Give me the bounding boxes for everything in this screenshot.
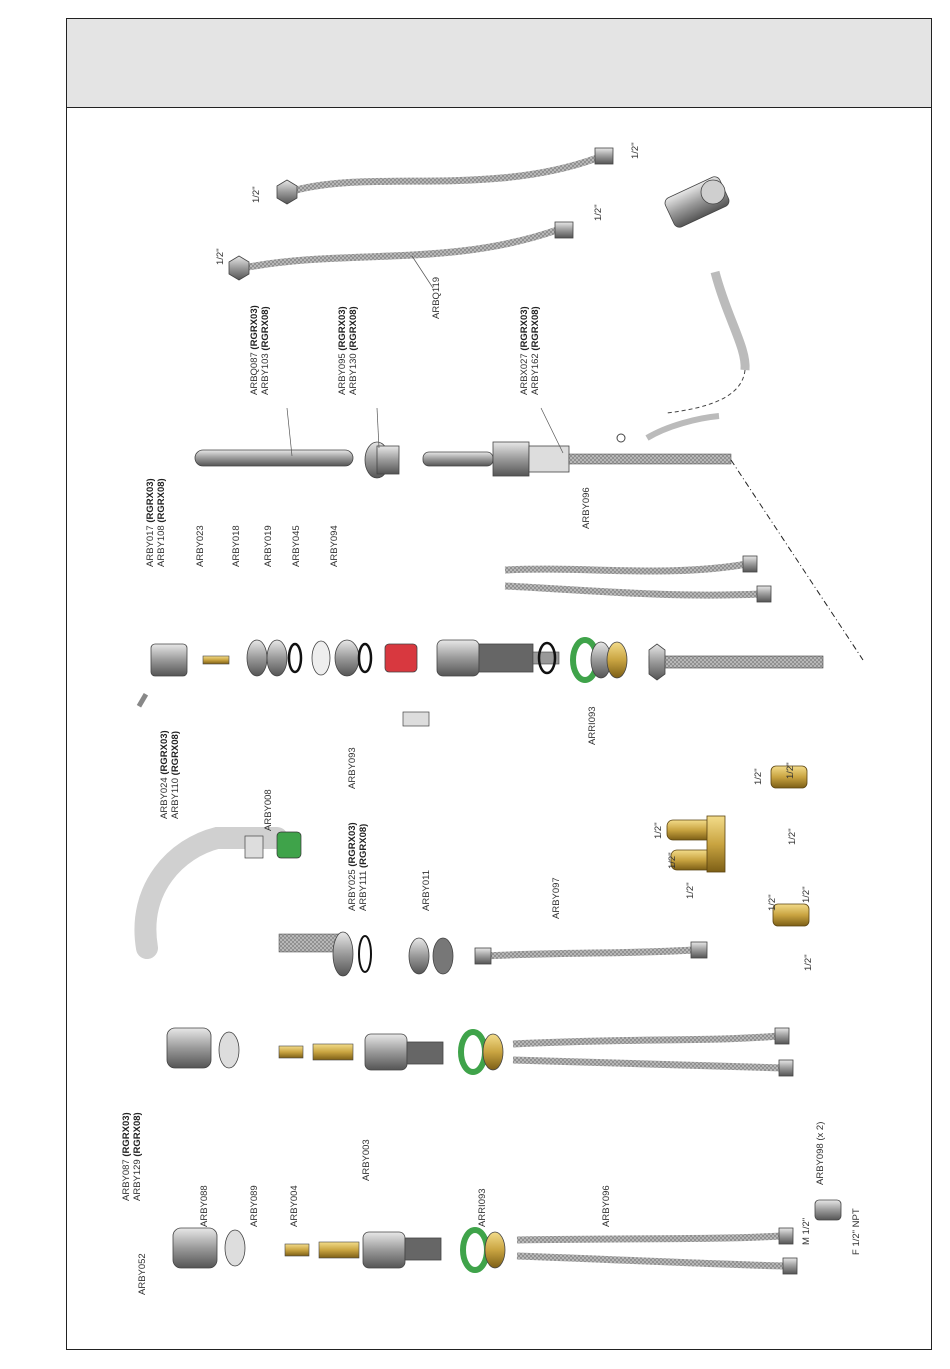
label-m-half: M 1/2" (801, 1217, 812, 1245)
long-corrugated-hose (648, 643, 824, 681)
label-arby019: ARBY019 (263, 525, 274, 567)
label-arby003: ARBY003 (361, 1139, 372, 1181)
label-arby045: ARBY045 (291, 525, 302, 567)
parts-sheet: 1/2" 1/2" 1/2" 1/2" ARBQ119 ARBQ087 (RGR… (66, 18, 932, 1350)
label-arbq087: ARBQ087 (RGRX03) ARBY103 (RGRX08) (249, 305, 271, 395)
diverter-part (664, 176, 730, 228)
label-arby018: ARBY018 (231, 525, 242, 567)
hand-shower (194, 449, 354, 467)
label-fit1-c: 1/2" (685, 882, 696, 899)
adapter-arby098 (814, 1199, 842, 1221)
washers-nut-arri093 (570, 637, 628, 683)
screw-arby023 (202, 655, 230, 665)
label-arby093: ARBY093 (347, 747, 358, 789)
hose-arby097 (474, 941, 708, 965)
label-fit3-a: 1/2" (767, 894, 778, 911)
label-fit3-c: 1/2" (803, 954, 814, 971)
label-fit1-b: 1/2" (667, 852, 678, 869)
shower-holder-arbx027 (422, 441, 732, 477)
brass-tee-upper (770, 765, 808, 789)
label-arby089: ARBY089 (249, 1185, 260, 1227)
spout-arby008 (134, 827, 340, 959)
label-f-half-npt: F 1/2" NPT (851, 1208, 862, 1255)
rings-arby018-019 (246, 639, 303, 677)
label-hose-top-left-size: 1/2" (251, 186, 262, 203)
label-arri093-top: ARRI093 (587, 706, 598, 745)
label-arby008: ARBY008 (263, 789, 274, 831)
label-arby025: ARBY025 (RGRX03) ARBY111 (RGRX08) (347, 822, 369, 911)
label-arby095: ARBY095 (RGRX03) ARBY130 (RGRX08) (337, 306, 359, 395)
label-hose-mid-right-size: 1/2" (593, 204, 604, 221)
label-arby097: ARBY097 (551, 877, 562, 919)
label-fit2-b: 1/2" (785, 762, 796, 779)
label-fit2-c: 1/2" (787, 828, 798, 845)
label-arri093-bottom: ARRI093 (477, 1188, 488, 1227)
ring-arby095 (364, 441, 400, 479)
label-hose-top-right-size: 1/2" (630, 142, 641, 159)
braided-hose-top (276, 147, 614, 205)
label-arby023: ARBY023 (195, 525, 206, 567)
label-arby004: ARBY004 (289, 1185, 300, 1227)
label-arby024: ARBY024 (RGRX03) ARBY110 (RGRX08) (159, 730, 181, 819)
label-arby087: ARBY087 (RGRX03) ARBY129 (RGRX08) (121, 1112, 143, 1201)
label-fit3-b: 1/2" (801, 886, 812, 903)
brass-manifold (666, 815, 726, 873)
exploded-parts-diagram (134, 147, 864, 1275)
label-hose-mid-left-size: 1/2" (215, 248, 226, 265)
knob-arby017 (150, 643, 188, 677)
label-arby096-top: ARBY096 (581, 487, 592, 529)
header-band (67, 19, 931, 108)
label-arby052: ARBY052 (137, 1253, 148, 1295)
label-arby017: ARBY017 (RGRX03) ARBY108 (RGRX08) (145, 478, 167, 567)
label-arby098: ARBY098 (x 2) (815, 1121, 826, 1185)
label-arby088: ARBY088 (199, 1185, 210, 1227)
label-arbx027: ARBX027 (RGRX03) ARBY162 (RGRX08) (519, 306, 541, 395)
label-arby094: ARBY094 (329, 525, 340, 567)
flex-hoses-arby096-top (504, 555, 772, 603)
grub-screw-arby024 (136, 692, 149, 708)
knob-row-2 (166, 1027, 794, 1077)
label-fit1-a: 1/2" (653, 822, 664, 839)
label-arby096-bottom: ARBY096 (601, 1185, 612, 1227)
valve-body (436, 639, 560, 677)
knob-row-3 (172, 1227, 798, 1275)
label-fit2-a: 1/2" (753, 768, 764, 785)
braided-hose-second (228, 221, 574, 281)
red-cartridge-arby093 (384, 643, 430, 727)
flange-arby025 (332, 931, 372, 977)
brass-tee-lower (772, 903, 810, 927)
label-arby011: ARBY011 (421, 869, 432, 911)
washers-arby011 (408, 937, 454, 975)
rings-arby045-094 (311, 639, 373, 677)
label-arbq119: ARBQ119 (431, 276, 442, 319)
